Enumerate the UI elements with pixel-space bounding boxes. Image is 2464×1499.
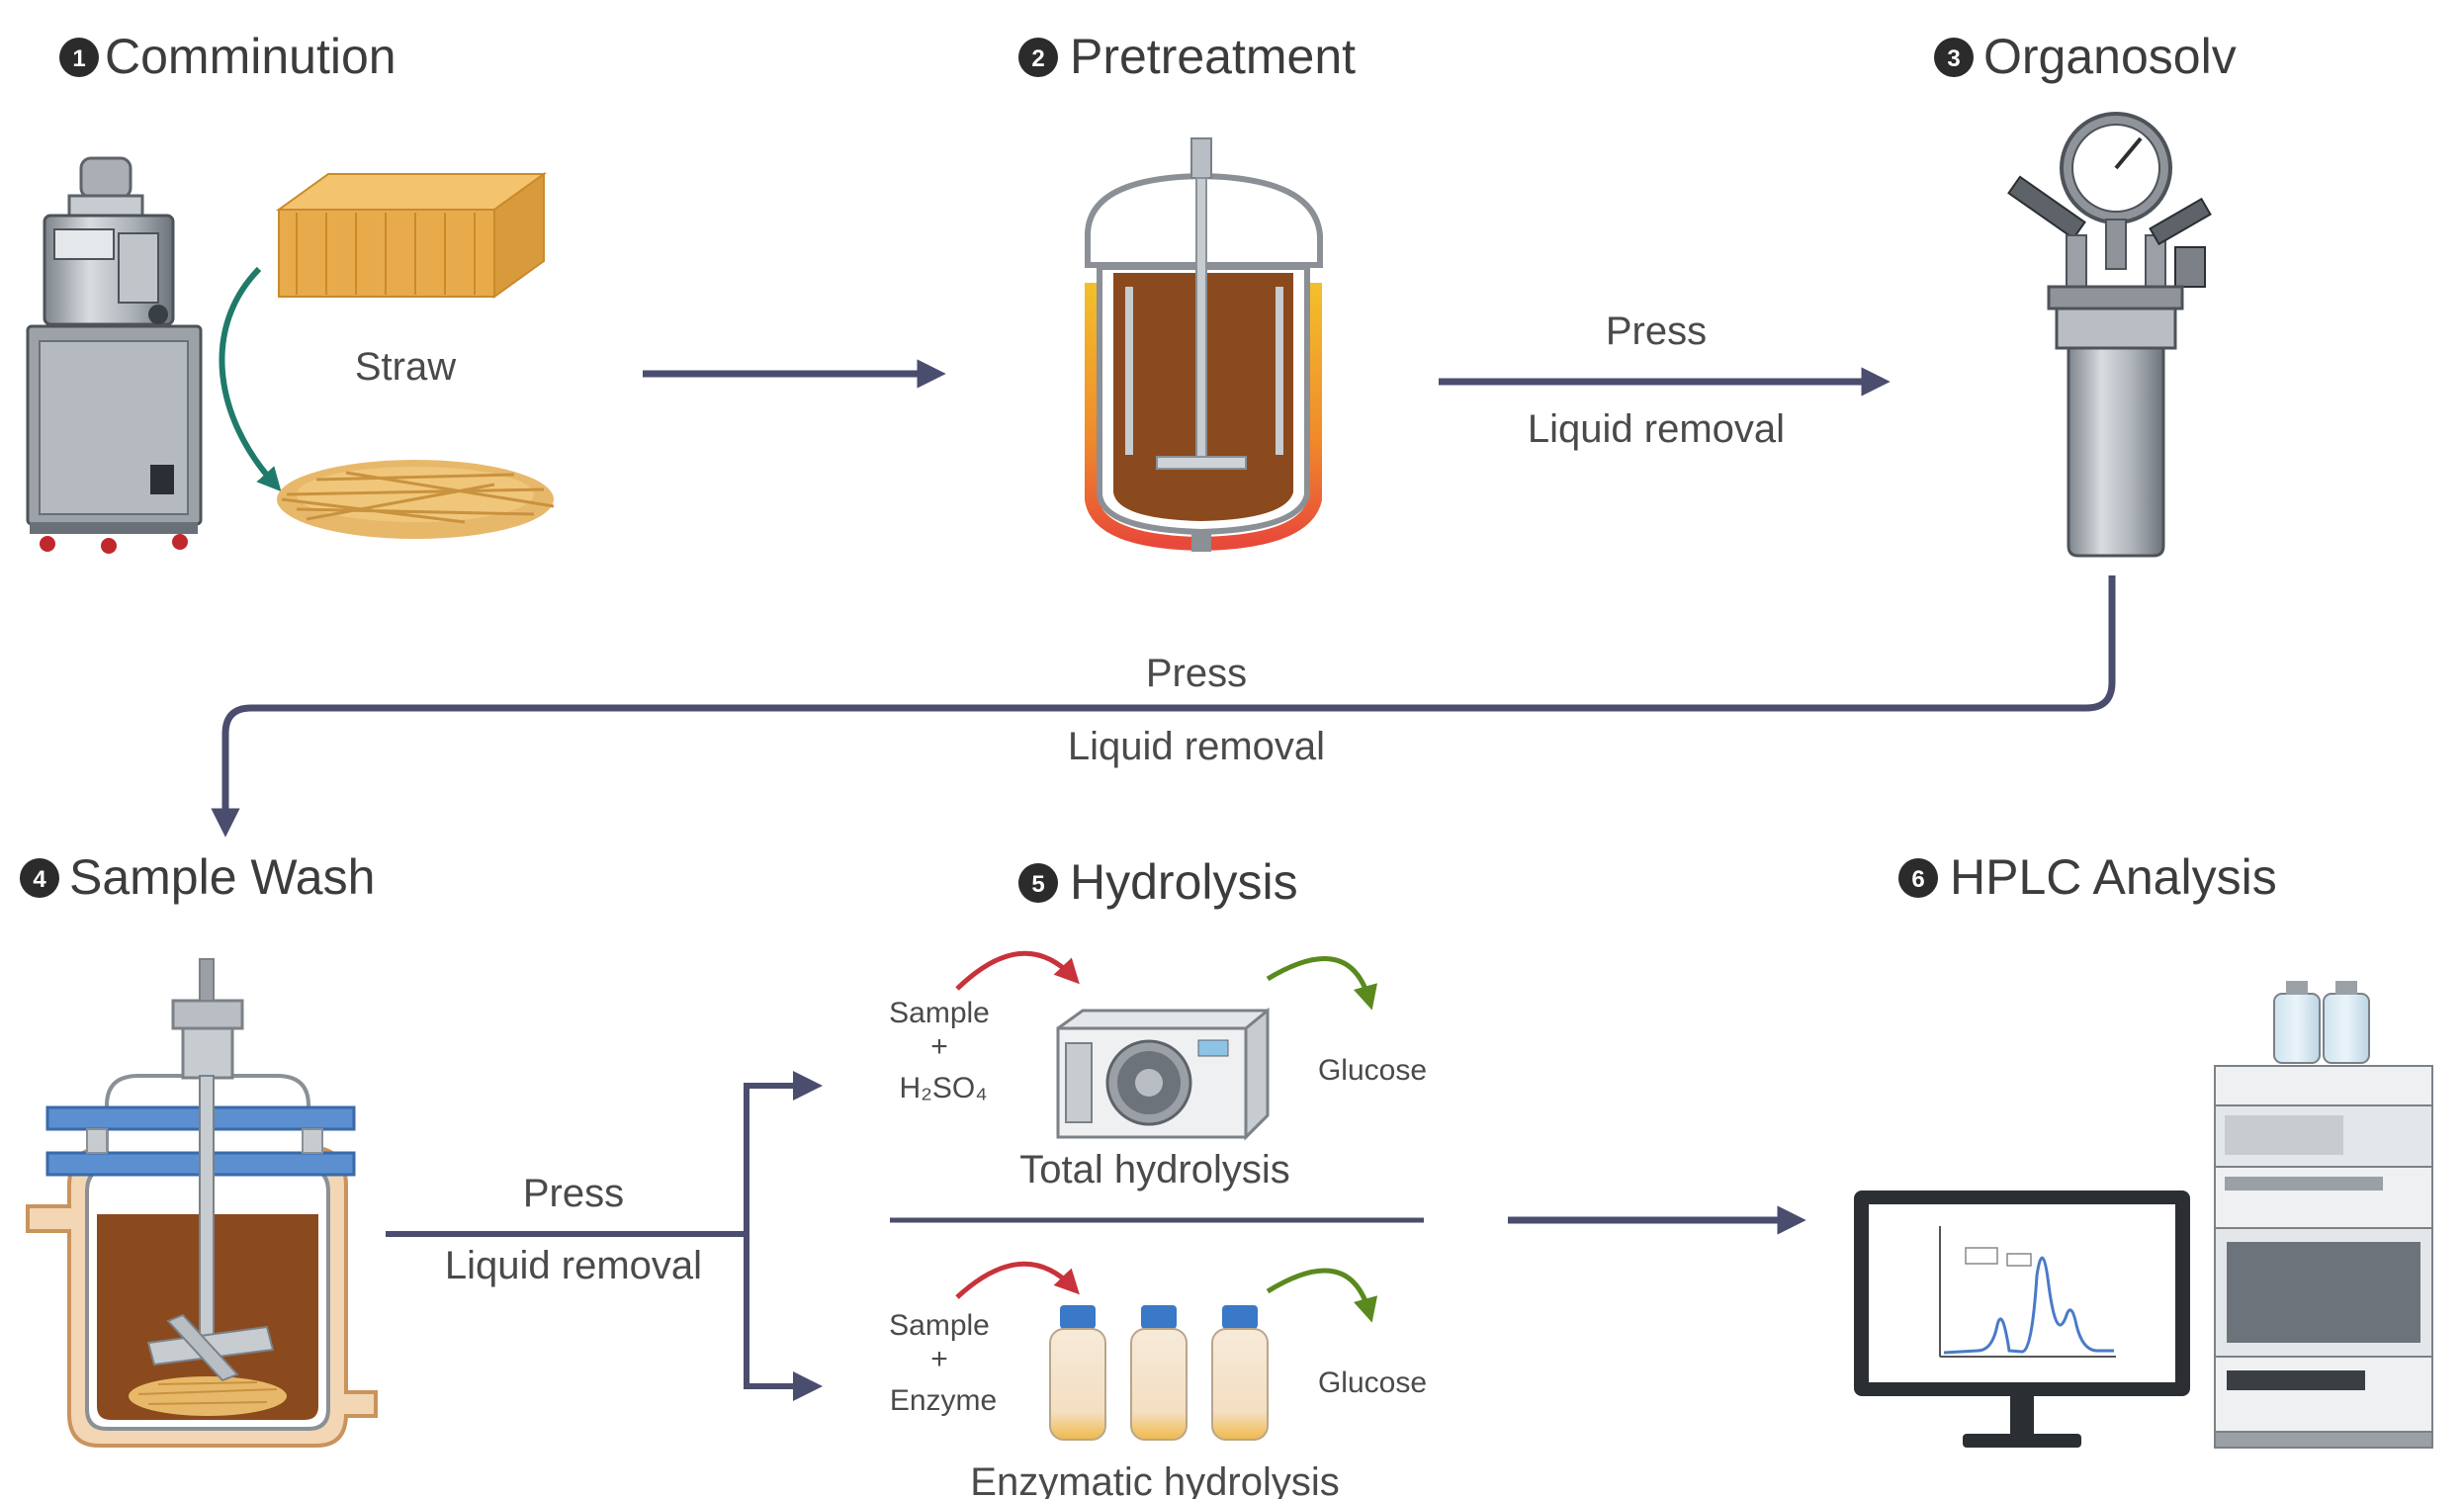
- hplc-system-illustration: [2214, 981, 2433, 1449]
- total-output-glucose: Glucose: [1318, 1054, 1427, 1087]
- straw-label: Straw: [355, 345, 456, 389]
- liquid-removal-label-1: Liquid removal: [1528, 407, 1785, 451]
- autoclave-illustration: [1056, 1007, 1270, 1141]
- step-2-header: 2 Pretreatment: [1018, 29, 1356, 84]
- total-output-arrow: [1266, 956, 1378, 1011]
- step-5-badge: [1018, 863, 1058, 903]
- step-2-title: Pretreatment: [1070, 29, 1356, 84]
- step-4-badge: [20, 858, 59, 898]
- enzymatic-plus: +: [930, 1343, 948, 1375]
- grinding-arrow: [219, 266, 282, 492]
- press-label-2: Press: [1146, 652, 1247, 695]
- step-1-number: 1: [72, 45, 85, 72]
- step-5-title: Hydrolysis: [1070, 854, 1298, 910]
- step-3-title: Organosolv: [1983, 29, 2237, 84]
- step-6-number: 6: [1911, 866, 1924, 893]
- step-6-badge: [1898, 858, 1938, 898]
- step-3-number: 3: [1947, 45, 1960, 72]
- total-hydrolysis-group: Sample + H₂SO₄ Glucose Total hydrolysis: [889, 950, 1427, 1191]
- liquid-removal-label-2: Liquid removal: [1068, 725, 1325, 768]
- step-4-number: 4: [33, 866, 46, 893]
- arrow-3-to-4: [211, 575, 2116, 838]
- enzymatic-hydrolysis-caption: Enzymatic hydrolysis: [970, 1460, 1339, 1499]
- press-label-1: Press: [1606, 309, 1707, 353]
- step-2-number: 2: [1031, 45, 1044, 72]
- step-5-number: 5: [1031, 871, 1044, 898]
- step-2-badge: [1018, 38, 1058, 77]
- pretreatment-reactor-illustration: [1085, 137, 1323, 552]
- straw-bale-illustration: [275, 172, 548, 299]
- enzymatic-input-enzyme: Enzyme: [890, 1384, 997, 1417]
- step-3-badge: [1934, 38, 1974, 77]
- enzymatic-input-sample: Sample: [889, 1309, 990, 1342]
- total-input-acid: H₂SO₄: [900, 1072, 988, 1104]
- total-input-arrow: [955, 950, 1080, 991]
- enzymatic-output-arrow: [1266, 1268, 1378, 1323]
- chopped-straw-illustration: [277, 460, 555, 539]
- wash-vessel-illustration: [26, 958, 378, 1448]
- enzymatic-input-arrow: [955, 1261, 1080, 1299]
- enzymatic-output-glucose: Glucose: [1318, 1367, 1427, 1399]
- cutting-mill-illustration: [26, 156, 203, 554]
- step-3-header: 3 Organosolv: [1934, 29, 2237, 84]
- step-4-title: Sample Wash: [69, 849, 375, 905]
- enzymatic-hydrolysis-group: Sample + Enzyme Glucose Enzymatic hydrol…: [889, 1261, 1427, 1499]
- step-6-header: 6 HPLC Analysis: [1898, 849, 2277, 905]
- step-4-header: 4 Sample Wash: [20, 849, 375, 905]
- total-hydrolysis-caption: Total hydrolysis: [1019, 1148, 1289, 1191]
- liquid-removal-label-3: Liquid removal: [445, 1244, 702, 1287]
- monitor-illustration: [1854, 1190, 2190, 1448]
- step-1-header: 1 Comminution: [59, 29, 396, 84]
- step-1-title: Comminution: [105, 29, 396, 84]
- step-5-header: 5 Hydrolysis: [1018, 854, 1298, 910]
- organosolv-reactor-illustration: [2007, 112, 2212, 558]
- step-6-title: HPLC Analysis: [1950, 849, 2277, 905]
- total-input-sample: Sample: [889, 997, 990, 1029]
- total-plus: +: [930, 1030, 948, 1063]
- enzyme-bottles-illustration: [1049, 1305, 1269, 1441]
- step-1-badge: [59, 38, 99, 77]
- press-label-3: Press: [523, 1172, 624, 1215]
